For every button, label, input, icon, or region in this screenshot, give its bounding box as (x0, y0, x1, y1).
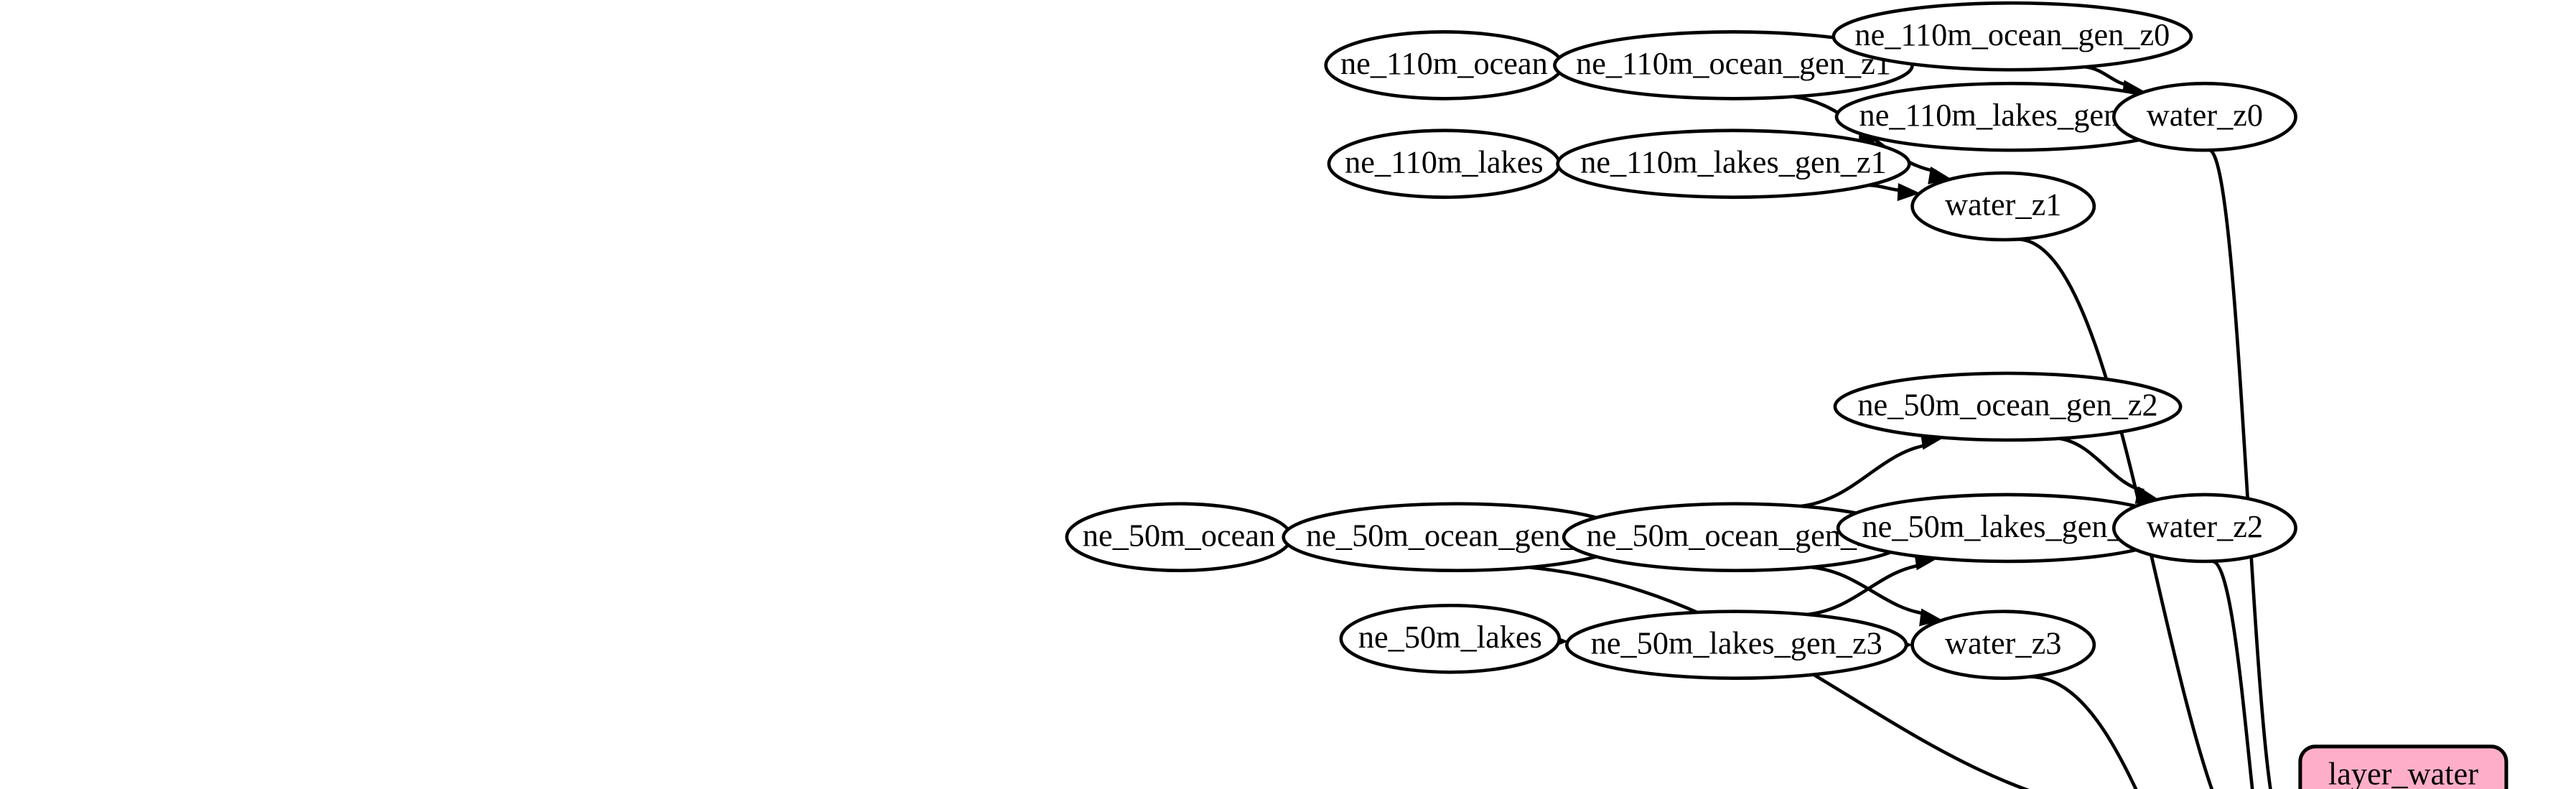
layer-water-table[interactable]: layer_waterz0z1z2z3z4z5z6z7z8z9z10z11z12… (2298, 744, 2509, 789)
edge-ne_50m_lakes_gen_z3-to-ne-50m-lakes-gen-z2 (1806, 563, 1923, 617)
graph-node-ne-50m-ocean[interactable]: ne_50m_ocean (1065, 502, 1293, 572)
edge-water_z3-to-layer-water-z3 (2029, 675, 2138, 789)
edge-water_z1-to-layer-water-z1 (2017, 238, 2214, 789)
node-shape[interactable] (1910, 610, 2096, 681)
graph-node-ne-50m-ocean-gen-z2[interactable]: ne_50m_ocean_gen_z2 (1833, 371, 2183, 442)
node-shape[interactable] (1833, 371, 2183, 442)
graph-node-ne-110m-lakes[interactable]: ne_110m_lakes (1327, 129, 1562, 200)
graph-node-ne-50m-lakes[interactable]: ne_50m_lakes (1339, 603, 1562, 674)
node-shape[interactable] (1565, 610, 1908, 681)
layer-water-table-body[interactable] (2298, 744, 2509, 789)
node-shape[interactable] (1910, 171, 2096, 242)
node-shape[interactable] (2111, 492, 2297, 564)
edge-ne_50m_ocean_gen_z3-to-water-z3 (1811, 565, 1927, 616)
edge-water_z2-to-layer-water-z2 (2211, 559, 2254, 789)
node-shape[interactable] (1556, 129, 1911, 200)
graph-node-water-z1[interactable]: water_z1 (1910, 171, 2096, 242)
edge-water_z0-to-layer-water-z0 (2208, 148, 2272, 789)
node-shape[interactable] (1065, 502, 1293, 572)
graph-node-ne-50m-lakes-gen-z3[interactable]: ne_50m_lakes_gen_z3 (1565, 610, 1908, 681)
node-shape[interactable] (1339, 603, 1562, 674)
edge-ne_50m_ocean_gen_z3-to-ne-50m-ocean-gen-z2 (1801, 443, 1929, 508)
edge-arrowhead (1897, 183, 1921, 202)
node-shape[interactable] (1324, 30, 1564, 101)
node-shape[interactable] (1831, 1, 2193, 72)
edge-ne_50m_ocean_gen_z4-to-water-z4 (1529, 565, 2030, 789)
node-shape[interactable] (2111, 81, 2297, 152)
graph-node-ne-110m-lakes-gen-z1[interactable]: ne_110m_lakes_gen_z1 (1556, 129, 1911, 200)
graph-node-ne-110m-ocean[interactable]: ne_110m_ocean (1324, 30, 1564, 101)
edge-ne_110m_ocean_gen_z0-to-water-z0 (2085, 65, 2130, 88)
nodes-layer[interactable]: imposm3osm_ocean_polygonosm_water_polygo… (0, 1, 2297, 789)
graph-node-water-z3[interactable]: water_z3 (1910, 610, 2096, 681)
graph-node-water-z0[interactable]: water_z0 (2111, 81, 2297, 152)
graph-node-ne-110m-ocean-gen-z0[interactable]: ne_110m_ocean_gen_z0 (1831, 1, 2193, 72)
graph-node-water-z2[interactable]: water_z2 (2111, 492, 2297, 564)
node-shape[interactable] (1327, 129, 1562, 200)
edge-arrowhead (1919, 608, 1943, 627)
